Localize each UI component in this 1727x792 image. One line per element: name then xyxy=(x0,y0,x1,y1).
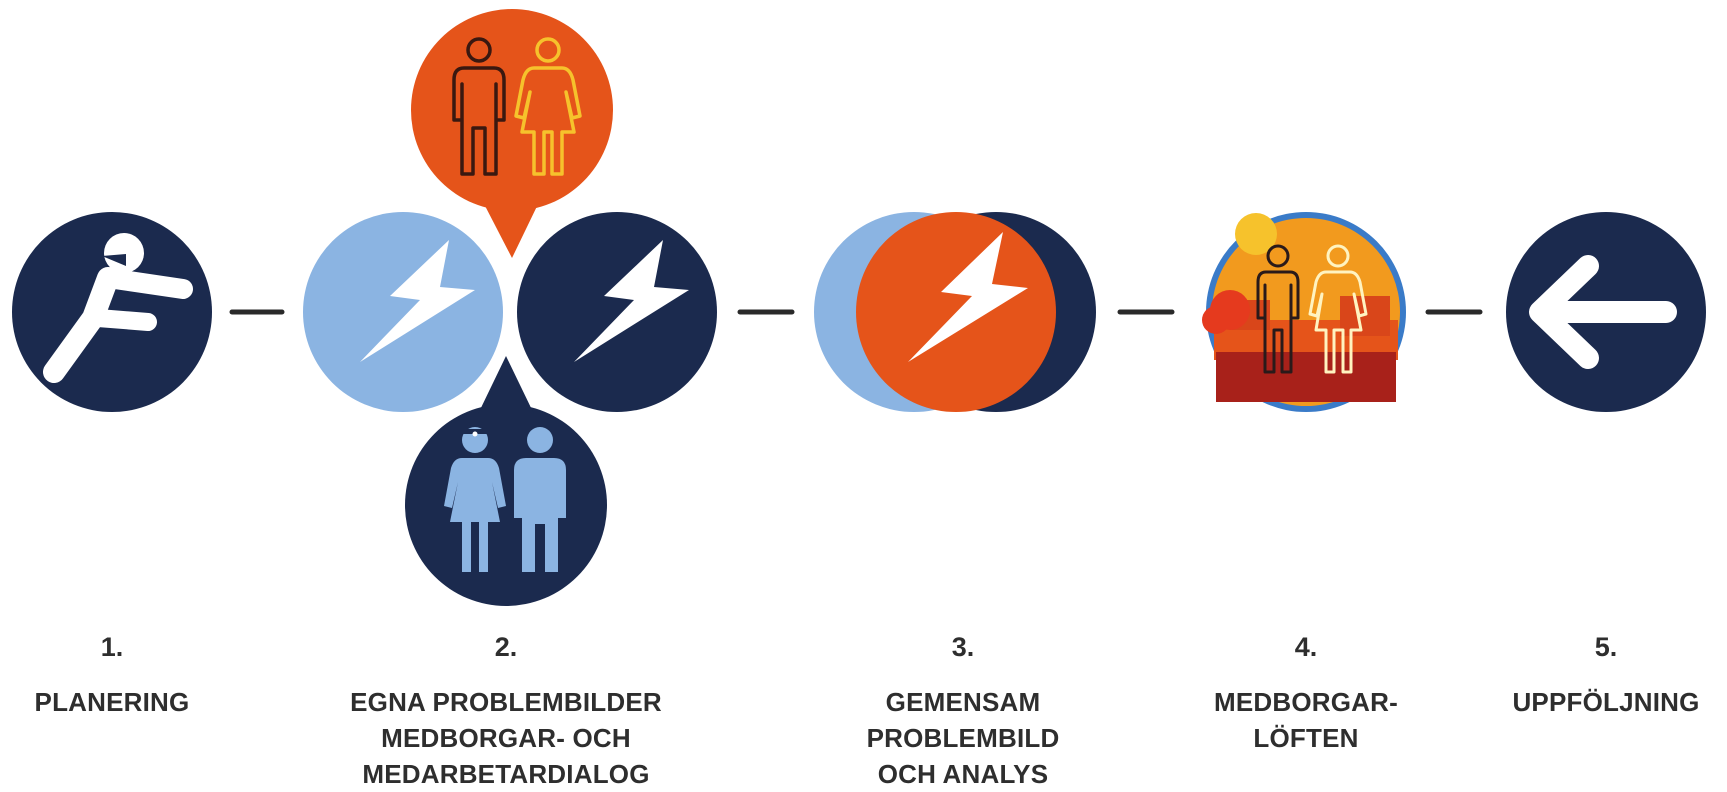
step-2-title: EGNA PROBLEMBILDER MEDBORGAR- OCH MEDARB… xyxy=(350,687,662,789)
step-5-label: 5. UPPFÖLJNING xyxy=(1490,632,1722,720)
pointing-person-icon xyxy=(43,233,193,383)
step-4-title: MEDBORGAR- LÖFTEN xyxy=(1214,687,1398,753)
orange-speech-bubble xyxy=(411,9,613,258)
man-icon xyxy=(514,427,566,572)
light-blue-lightning-circle xyxy=(303,212,503,412)
step-5-title: UPPFÖLJNING xyxy=(1512,687,1700,717)
step-5-icon xyxy=(1506,212,1706,412)
step-2-number: 2. xyxy=(494,632,518,662)
step-2-icon xyxy=(303,9,717,606)
step-1-label: 1. PLANERING xyxy=(12,632,212,720)
step-5-number: 5. xyxy=(1594,632,1618,662)
step-4-icon xyxy=(1202,212,1406,412)
arrow-left-icon xyxy=(1529,255,1677,369)
woman-police-icon xyxy=(444,427,506,572)
navy-speech-bubble xyxy=(405,356,607,606)
step-2-label: 2. EGNA PROBLEMBILDER MEDBORGAR- OCH MED… xyxy=(316,632,696,792)
orange-front-circle xyxy=(856,212,1056,412)
step-4-label: 4. MEDBORGAR- LÖFTEN xyxy=(1190,632,1422,756)
step-1-icon xyxy=(12,212,212,412)
man-outline-icon xyxy=(452,37,506,176)
lightning-icon xyxy=(360,240,475,362)
step-3-title: GEMENSAM PROBLEMBILD OCH ANALYS xyxy=(866,687,1060,789)
step-3-number: 3. xyxy=(951,632,975,662)
step-3-icon xyxy=(814,212,1096,412)
step-4-number: 4. xyxy=(1294,632,1318,662)
step-1-title: PLANERING xyxy=(34,687,190,717)
man-outline-icon xyxy=(1256,244,1300,374)
lightning-icon xyxy=(908,232,1028,362)
step-3-label: 3. GEMENSAM PROBLEMBILD OCH ANALYS xyxy=(840,632,1086,792)
woman-outline-icon xyxy=(1308,244,1368,374)
step-1-number: 1. xyxy=(100,632,124,662)
lightning-icon xyxy=(574,240,689,362)
navy-lightning-circle xyxy=(517,212,717,412)
woman-outline-icon xyxy=(514,37,582,176)
